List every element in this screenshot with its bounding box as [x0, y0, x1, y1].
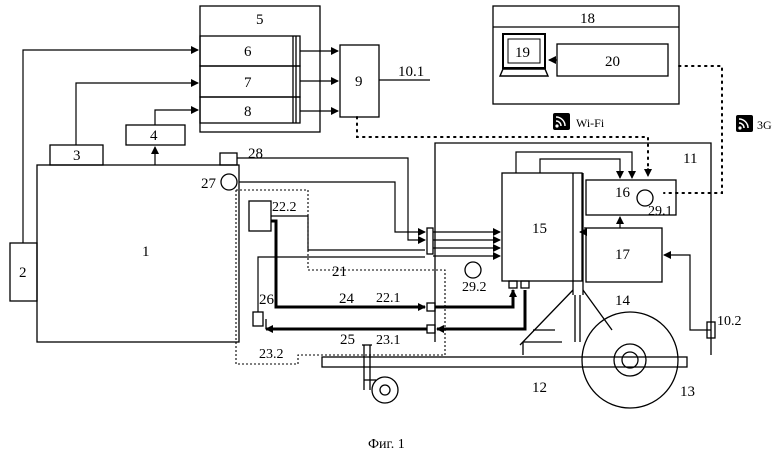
valve-23-1 — [427, 325, 435, 333]
label-22-2: 22.2 — [272, 200, 297, 215]
port-15b — [521, 281, 529, 288]
g3-icon — [736, 115, 753, 132]
label-23-1: 23.1 — [376, 333, 401, 348]
sensor-27 — [221, 174, 237, 190]
sensor-22-2 — [249, 201, 271, 231]
mast — [520, 173, 612, 355]
label-27: 27 — [201, 176, 217, 192]
connector-bank — [427, 228, 433, 254]
g3-icon-group: 3G — [736, 115, 772, 132]
wifi-icon — [553, 113, 570, 130]
label-15: 15 — [532, 221, 547, 237]
label-20: 20 — [605, 54, 620, 70]
sensor-26 — [253, 312, 263, 326]
label-5: 5 — [256, 12, 264, 28]
label-16: 16 — [615, 185, 631, 201]
figure-caption: Фиг. 1 — [368, 437, 405, 452]
label-25: 25 — [340, 332, 355, 348]
wifi-icon-group: Wi-Fi — [553, 113, 605, 130]
valve-22-1 — [427, 303, 435, 311]
hitch-wheel — [372, 377, 398, 403]
sensor-29-2 — [465, 262, 481, 278]
label-6: 6 — [244, 44, 252, 60]
label-3: 3 — [73, 148, 81, 164]
label-29-2: 29.2 — [462, 280, 487, 295]
label-19: 19 — [515, 45, 530, 61]
label-22-1: 22.1 — [376, 291, 401, 306]
port-15a — [509, 281, 517, 288]
label-14: 14 — [615, 293, 631, 309]
g3-label: 3G — [757, 118, 772, 132]
label-13: 13 — [680, 384, 695, 400]
label-28: 28 — [248, 146, 263, 162]
wifi-label: Wi-Fi — [576, 116, 605, 130]
label-1: 1 — [142, 244, 150, 260]
trailer-platform-12 — [322, 357, 687, 367]
label-24: 24 — [339, 291, 355, 307]
g3-link — [664, 66, 722, 193]
label-10-2: 10.2 — [717, 314, 742, 329]
label-4: 4 — [150, 128, 158, 144]
label-7: 7 — [244, 75, 252, 91]
wheel-13 — [582, 312, 678, 408]
label-21: 21 — [332, 264, 347, 280]
label-10-1: 10.1 — [398, 64, 424, 80]
label-8: 8 — [244, 104, 252, 120]
label-23-2: 23.2 — [259, 347, 284, 362]
label-11: 11 — [683, 151, 697, 167]
label-17: 17 — [615, 247, 631, 263]
label-2: 2 — [19, 265, 27, 281]
label-12: 12 — [532, 380, 547, 396]
label-26: 26 — [259, 292, 275, 308]
label-29-1: 29.1 — [648, 204, 673, 219]
label-9: 9 — [355, 74, 363, 90]
sensor-28 — [220, 153, 237, 165]
label-18: 18 — [580, 11, 595, 27]
